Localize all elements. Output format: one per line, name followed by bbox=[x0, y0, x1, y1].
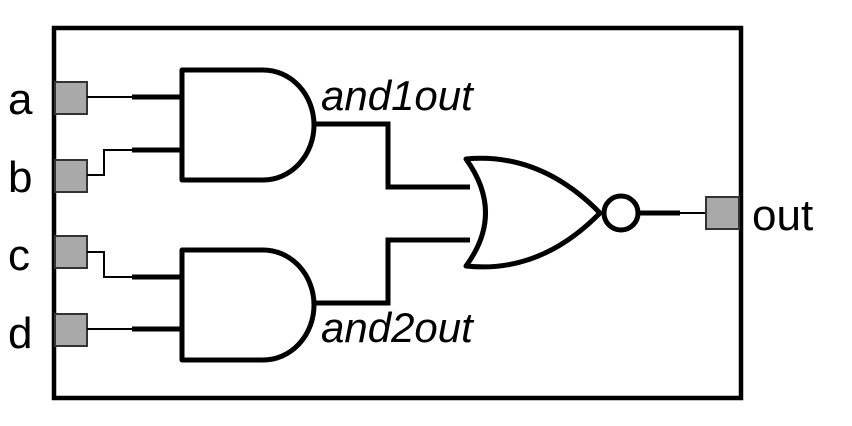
output-label: out bbox=[752, 191, 813, 240]
input-port-a bbox=[54, 81, 88, 115]
input-port-d bbox=[54, 313, 88, 347]
signal-label-and2out: and2out bbox=[321, 304, 475, 351]
and-gate-2 bbox=[179, 247, 317, 363]
input-port-c bbox=[54, 235, 88, 269]
signal-label-and1out: and1out bbox=[321, 72, 475, 119]
input-label-a: a bbox=[8, 75, 33, 124]
module-boundary bbox=[51, 25, 744, 401]
input-port-b bbox=[54, 159, 88, 193]
input-label-b: b bbox=[8, 153, 32, 202]
input-wires bbox=[87, 94, 180, 332]
nor-gate bbox=[463, 155, 603, 270]
and-gate-1 bbox=[179, 67, 317, 183]
nor-bubble bbox=[601, 193, 641, 233]
input-label-d: d bbox=[8, 309, 32, 358]
output-port bbox=[705, 196, 740, 230]
internal-wires bbox=[314, 121, 470, 306]
input-label-c: c bbox=[8, 231, 30, 280]
